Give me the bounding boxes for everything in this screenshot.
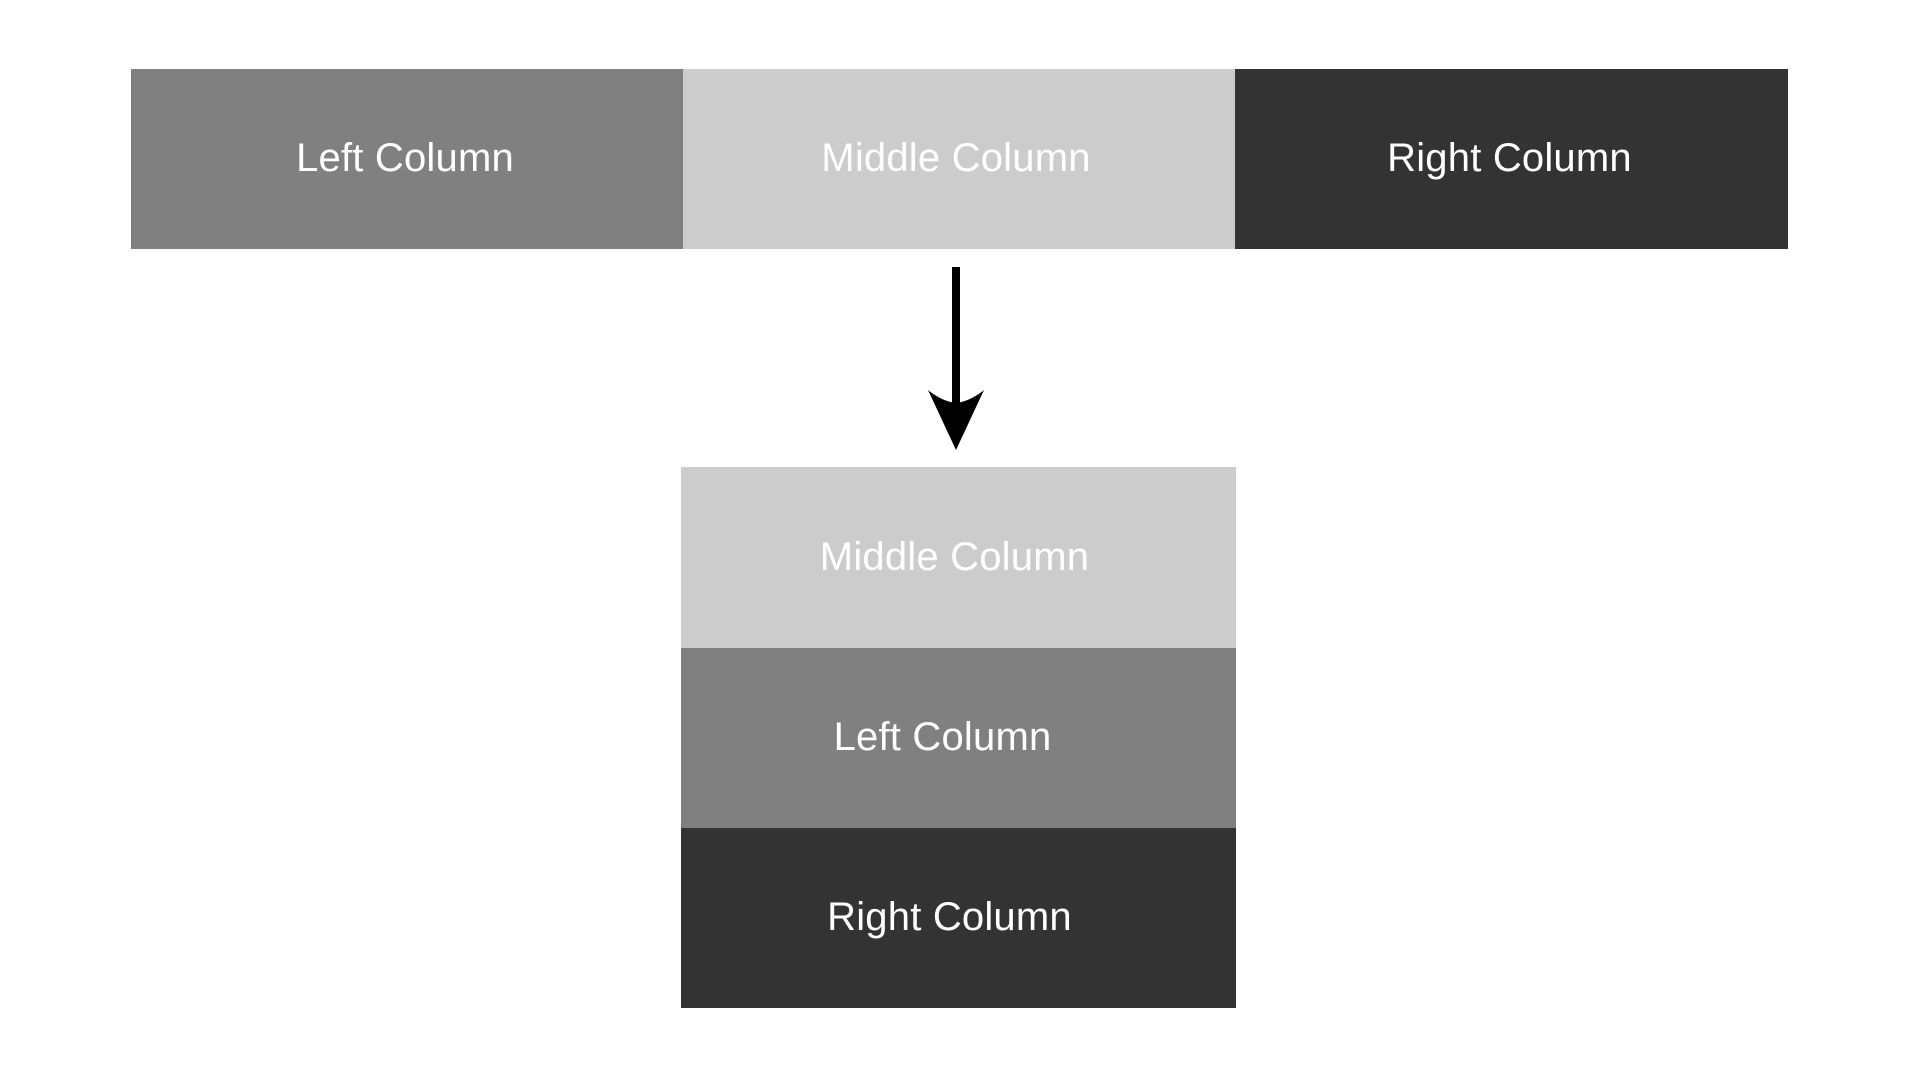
result-row-left-label: Left Column (833, 715, 1052, 759)
result-row-middle-label: Middle Column (819, 534, 1090, 579)
result-column-stack: Middle Column Left Column Right Column (681, 467, 1236, 1008)
source-column-row: Left Column Middle Column Right Column (131, 69, 1788, 249)
source-column-left[interactable]: Left Column (131, 69, 683, 249)
source-column-middle[interactable]: Middle Column (683, 69, 1235, 249)
source-column-right[interactable]: Right Column (1235, 69, 1788, 249)
source-column-right-label: Right Column (1387, 136, 1632, 180)
source-column-left-label: Left Column (296, 136, 514, 180)
down-arrow-icon (920, 262, 992, 454)
result-row-left[interactable]: Left Column (681, 648, 1236, 828)
result-row-middle[interactable]: Middle Column (681, 467, 1236, 648)
result-row-right-label: Right Column (827, 895, 1072, 939)
source-column-middle-label: Middle Column (821, 136, 1091, 180)
result-row-right[interactable]: Right Column (681, 828, 1236, 1008)
